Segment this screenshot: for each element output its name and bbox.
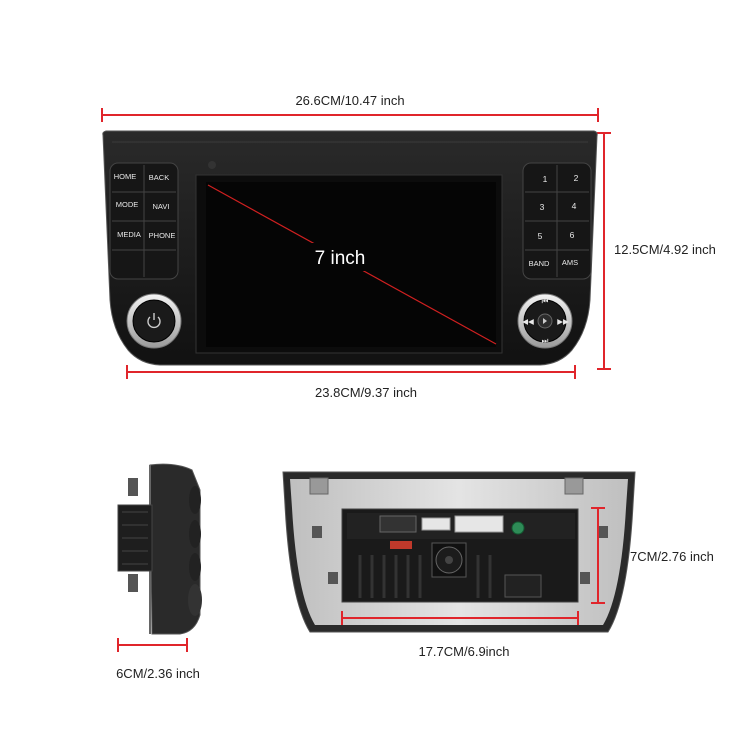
mode-button[interactable]: MODE xyxy=(116,200,139,209)
total-height-label: 12.5CM/4.92 inch xyxy=(614,242,716,257)
fast-forward-icon: ▶▶ xyxy=(557,317,570,326)
power-knob[interactable] xyxy=(126,293,182,349)
band-button[interactable]: BAND xyxy=(529,259,550,268)
head-unit-rear-view xyxy=(282,471,636,633)
total-width-label: 26.6CM/10.47 inch xyxy=(295,93,404,108)
navi-button[interactable]: NAVI xyxy=(153,202,170,211)
camera-icon xyxy=(208,161,216,169)
svg-text:▶▶: ▶▶ xyxy=(557,317,570,326)
svg-text:⏭: ⏭ xyxy=(542,336,549,345)
media-button[interactable]: MEDIA xyxy=(117,230,141,239)
body-width-dimension: 23.8CM/9.37 inch xyxy=(126,365,576,400)
left-button-panel: HOME BACK MODE NAVI MEDIA PHONE xyxy=(109,162,179,280)
svg-text:BACK: BACK xyxy=(149,173,169,182)
screen-size-label: 7 inch xyxy=(315,248,366,269)
rear-width-dimension: 17.7CM/6.9inch xyxy=(341,611,579,659)
previous-track-icon: ⏮ xyxy=(542,297,549,306)
svg-text:5: 5 xyxy=(538,231,543,241)
next-track-icon: ⏭ xyxy=(542,336,549,345)
head-unit-front: HOME BACK MODE NAVI MEDIA PHONE xyxy=(102,130,598,366)
svg-text:4: 4 xyxy=(572,201,577,211)
svg-text:MEDIA: MEDIA xyxy=(117,230,141,239)
body-width-label: 23.8CM/9.37 inch xyxy=(315,385,417,400)
total-width-dimension: 26.6CM/10.47 inch xyxy=(101,93,599,122)
preset-2-button[interactable]: 2 xyxy=(574,173,579,183)
depth-label: 6CM/2.36 inch xyxy=(116,666,200,681)
ams-button[interactable]: AMS xyxy=(562,258,578,267)
preset-6-button[interactable]: 6 xyxy=(570,230,575,240)
svg-text:MODE: MODE xyxy=(116,200,139,209)
total-height-dimension: 12.5CM/4.92 inch xyxy=(597,132,716,370)
back-button[interactable]: BACK xyxy=(149,173,169,182)
svg-text:BAND: BAND xyxy=(529,259,550,268)
svg-text:2: 2 xyxy=(574,173,579,183)
svg-text:HOME: HOME xyxy=(114,172,137,181)
rear-height-dimension: 7CM/2.76 inch xyxy=(591,507,714,604)
head-unit-side-view xyxy=(117,463,202,635)
svg-text:AMS: AMS xyxy=(562,258,578,267)
right-button-panel: 1 2 3 4 5 6 BAND AMS xyxy=(522,162,592,280)
rear-height-label: 7CM/2.76 inch xyxy=(630,549,714,564)
svg-text:NAVI: NAVI xyxy=(153,202,170,211)
svg-text:PHONE: PHONE xyxy=(149,231,176,240)
preset-4-button[interactable]: 4 xyxy=(572,201,577,211)
display-screen[interactable]: 7 inch xyxy=(195,161,503,354)
cooling-fan-icon xyxy=(431,542,467,578)
phone-button[interactable]: PHONE xyxy=(149,231,176,240)
play-pause-icon xyxy=(543,318,547,324)
svg-text:⏮: ⏮ xyxy=(542,297,549,306)
media-control-knob[interactable]: ⏮ ⏭ ◀◀ ▶▶ xyxy=(517,293,573,349)
preset-1-button[interactable]: 1 xyxy=(543,174,548,184)
preset-5-button[interactable]: 5 xyxy=(538,231,543,241)
depth-dimension: 6CM/2.36 inch xyxy=(116,638,200,681)
power-icon xyxy=(147,313,161,329)
svg-text:3: 3 xyxy=(540,202,545,212)
preset-3-button[interactable]: 3 xyxy=(540,202,545,212)
rear-width-label: 17.7CM/6.9inch xyxy=(418,644,509,659)
svg-text:1: 1 xyxy=(543,174,548,184)
home-button[interactable]: HOME xyxy=(114,172,137,181)
svg-text:◀◀: ◀◀ xyxy=(522,317,535,326)
rewind-icon: ◀◀ xyxy=(522,317,535,326)
svg-text:6: 6 xyxy=(570,230,575,240)
